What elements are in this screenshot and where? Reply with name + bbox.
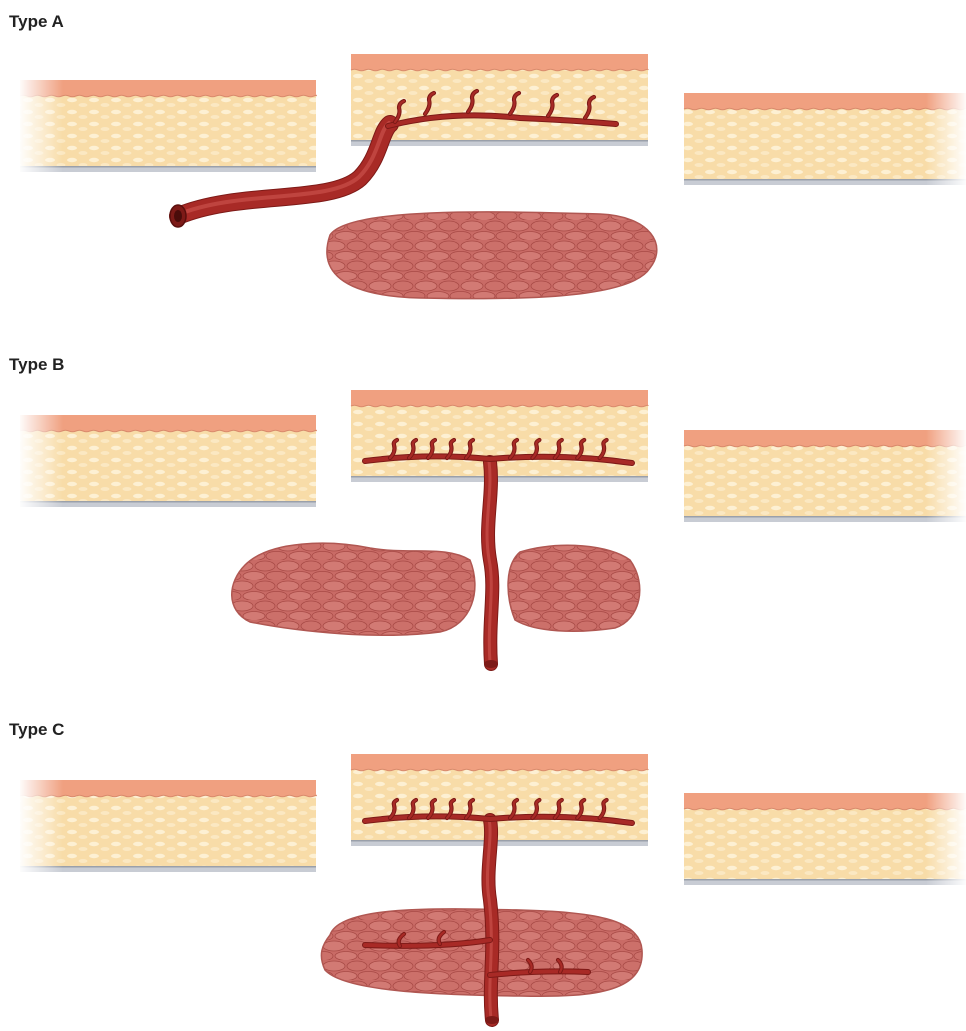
dermis-layer	[684, 108, 966, 179]
fascia-edge	[351, 476, 648, 478]
fascia-edge	[684, 179, 966, 181]
skin-b-left	[18, 413, 316, 509]
vessel-lumen-inner	[174, 210, 182, 222]
muscle-b-right	[508, 545, 640, 631]
skin-c-left	[18, 778, 316, 874]
skin-a-left	[18, 78, 316, 174]
dermis-layer	[684, 445, 966, 516]
fascia-edge	[351, 840, 648, 842]
skin-a-right	[684, 91, 966, 187]
fascia-edge	[20, 501, 316, 503]
vessel-lumen	[484, 660, 498, 668]
muscle-a	[327, 212, 657, 299]
muscle-body	[327, 212, 657, 299]
fascia-edge	[20, 866, 316, 868]
skin-b-right	[684, 428, 966, 524]
skin-b-center	[351, 390, 648, 482]
muscle-body	[321, 909, 642, 996]
perforator-c	[487, 819, 492, 1020]
muscle-body	[508, 545, 640, 631]
muscle-b-left	[232, 543, 475, 635]
fascia-edge	[351, 140, 648, 142]
muscle-body	[232, 543, 475, 635]
perforator-b	[487, 461, 492, 664]
muscle-branch-c-right	[490, 971, 588, 975]
fascia-edge	[684, 516, 966, 518]
fascia-edge	[20, 166, 316, 168]
fade-overlay	[18, 413, 63, 509]
skin-c-right	[684, 791, 966, 887]
fade-overlay	[926, 791, 966, 887]
fascia-edge	[684, 879, 966, 881]
muscle-c	[321, 909, 642, 996]
fade-overlay	[926, 91, 966, 187]
dermis-layer	[20, 95, 316, 166]
fade-overlay	[926, 428, 966, 524]
skin-a-center	[351, 54, 648, 146]
fade-overlay	[18, 78, 63, 174]
fade-overlay	[18, 778, 63, 874]
dermis-layer	[20, 795, 316, 866]
dermis-layer	[20, 430, 316, 501]
vessel-lumen	[485, 1016, 499, 1024]
dermis-layer	[684, 808, 966, 879]
